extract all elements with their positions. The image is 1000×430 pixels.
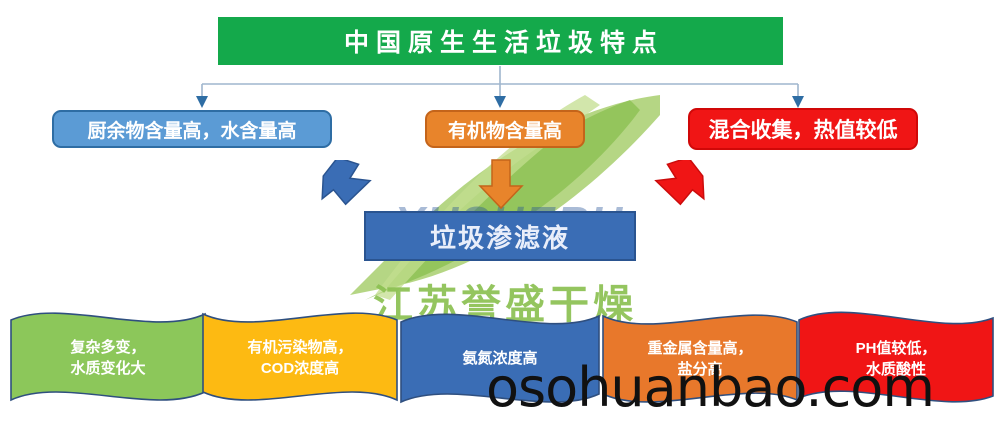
red-arrow-icon [654,160,705,206]
page-title: 中国原生生活垃圾特点 [218,17,783,65]
characteristic-mixed-collection[interactable]: 混合收集，热值较低 [688,108,918,150]
property-organic-pollutants[interactable]: 有机污染物高， COD浓度高 [200,300,400,415]
properties-ribbon-row: 复杂多变， 水质变化大 有机污染物高， COD浓度高 氨氮浓度高 [0,300,1000,415]
property-low-ph[interactable]: PH值较低， 水质酸性 [796,300,996,415]
property-heavy-metals[interactable]: 重金属含量高， 盐分高 [600,300,800,415]
property-ammonia-nitrogen[interactable]: 氨氮浓度高 [398,300,602,415]
property-complex-variable[interactable]: 复杂多变， 水质变化大 [8,300,208,415]
orange-arrow-icon [478,159,524,210]
result-box[interactable]: 垃圾渗滤液 [364,211,636,261]
characteristic-organic-matter[interactable]: 有机物含量高 [425,110,585,148]
blue-arrow-icon [321,160,372,206]
characteristic-kitchen-waste[interactable]: 厨余物含量高，水含量高 [52,110,332,148]
